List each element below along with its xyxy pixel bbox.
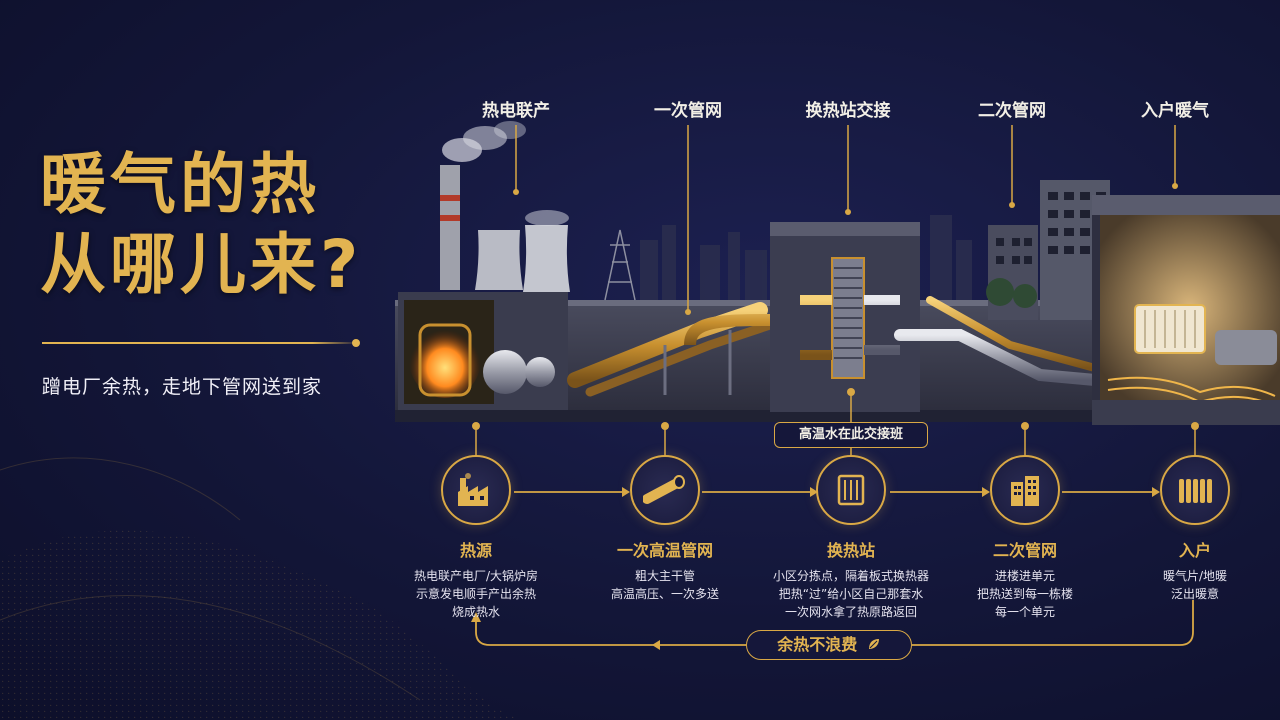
title-divider-dot [352, 339, 360, 347]
sofa [1215, 330, 1277, 365]
pipe-icon [630, 455, 700, 525]
step-primary-network: 一次高温管网 粗大主干管高温高压、一次多送 [575, 455, 755, 603]
secondary-pipe [894, 329, 1101, 386]
leaf-icon [863, 635, 881, 654]
home-cutaway [1092, 195, 1280, 425]
factory-icon [441, 455, 511, 525]
step-title: 一次高温管网 [616, 541, 713, 560]
step-secondary-network: 二次管网 进楼进单元把热送到每一栋楼每一个单元 [935, 455, 1115, 621]
building-icon [990, 455, 1060, 525]
apartment-buildings [986, 180, 1110, 320]
step-title: 入户 [1178, 541, 1211, 560]
skyline [640, 215, 972, 300]
cooling-tower [475, 230, 523, 290]
transmission-tower [604, 229, 636, 301]
stage-leaders [515, 125, 1176, 312]
cooling-tower [523, 225, 570, 292]
title-divider [42, 342, 360, 344]
step-description: 粗大主干管高温高压、一次多送 [610, 569, 719, 601]
page-title: 暖气的热 从哪儿来? [40, 145, 362, 305]
step-title: 换热站 [826, 541, 875, 560]
stage-label-secondary-network: 二次管网 [978, 101, 1046, 121]
chimney [440, 165, 460, 290]
pipe-supports [663, 330, 732, 395]
step-heat-exchange-station: 换热站 小区分拣点，隔着板式换热器把热“过”给小区自己那套水一次网水拿了热原路返… [761, 455, 941, 621]
stage-label-chp: 热电联产 [482, 101, 550, 121]
title-line-1: 暖气的热 [40, 146, 320, 223]
title-line-2: 从哪儿来? [40, 226, 363, 303]
radiator-icon [1160, 455, 1230, 525]
stage-label-home: 入户暖气 [1141, 101, 1209, 121]
swap-label: 高温水在此交接班 [774, 422, 928, 448]
step-description: 热电联产电厂/大锅炉房示意发电顺手产出余热烧成热水 [413, 569, 539, 619]
scene-step-connectors [475, 392, 1196, 456]
step-heat-source: 热源 热电联产电厂/大锅炉房示意发电顺手产出余热烧成热水 [386, 455, 566, 621]
step-title: 热源 [459, 541, 492, 560]
return-loop [475, 600, 1194, 646]
step-home: 入户 暖气片/地暖泛出暖意 [1105, 455, 1280, 603]
step-description: 暖气片/地暖泛出暖意 [1162, 569, 1228, 601]
return-label-text: 余热不浪费 [777, 635, 858, 654]
step-title: 二次管网 [992, 541, 1057, 560]
return-label: 余热不浪费 [746, 630, 912, 660]
heat-exchanger-icon [816, 455, 886, 525]
step-description: 小区分拣点，隔着板式换热器把热“过”给小区自己那套水一次网水拿了热原路返回 [772, 569, 929, 619]
floor-heating [1107, 376, 1276, 397]
stage-label-exchange: 换热站交接 [805, 101, 891, 121]
turbine [483, 350, 527, 394]
radiator [1134, 304, 1206, 354]
step-description: 进楼进单元把热送到每一栋楼每一个单元 [976, 569, 1073, 619]
subtitle: 蹭电厂余热，走地下管网送到家 [42, 376, 323, 398]
stage-label-primary-network: 一次管网 [654, 101, 722, 121]
boiler-fire [409, 322, 481, 398]
